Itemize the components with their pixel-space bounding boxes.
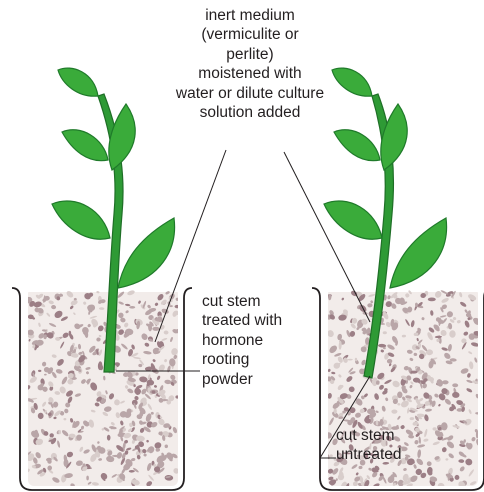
label-treated-line-2: treated with: [202, 311, 282, 330]
label-inert-medium: inert medium (vermiculite or perlite) mo…: [150, 6, 350, 122]
label-inert-medium-line-1: inert medium: [150, 6, 350, 25]
right-medium-granule: [442, 380, 449, 384]
label-inert-medium-line-5: water or dilute culture: [150, 84, 350, 103]
right-medium-granule: [428, 298, 436, 302]
label-untreated-line-2: untreated: [336, 445, 402, 464]
label-untreated-stem: cut stem untreated: [336, 426, 402, 465]
left-medium-granule: [175, 305, 180, 308]
label-inert-medium-line-4: moistened with: [150, 64, 350, 83]
label-treated-line-5: powder: [202, 370, 282, 389]
left-leaf-upper-right: [109, 104, 135, 170]
leader-medium-right: [284, 152, 370, 322]
right-medium-granule: [436, 339, 439, 342]
right-leaf-lower-right: [390, 218, 447, 288]
right-medium-granule: [391, 410, 397, 414]
right-leaf-middle-left: [334, 130, 380, 161]
left-leaf-lower-left: [52, 201, 110, 239]
left-rooting-medium: [25, 289, 181, 488]
label-inert-medium-line-3: perlite): [150, 45, 350, 64]
left-medium-granule: [65, 403, 70, 408]
left-leaf-middle-left: [62, 130, 108, 161]
right-medium-granule: [397, 392, 402, 399]
right-leaf-lower-left: [324, 201, 382, 239]
label-untreated-line-1: cut stem: [336, 426, 402, 445]
right-medium-granule: [383, 331, 387, 334]
label-treated-line-4: rooting: [202, 350, 282, 369]
left-medium-granule: [129, 306, 135, 309]
left-medium-granule: [86, 476, 89, 481]
label-treated-line-3: hormone: [202, 331, 282, 350]
left-medium-granule: [58, 430, 61, 434]
left-leaf-top: [58, 68, 98, 96]
left-leaf-lower-right: [118, 218, 175, 288]
label-inert-medium-line-2: (vermiculite or: [150, 25, 350, 44]
right-medium-granule: [325, 432, 332, 438]
label-treated-stem: cut stem treated with hormone rooting po…: [202, 292, 282, 389]
label-inert-medium-line-6: solution added: [150, 103, 350, 122]
label-treated-line-1: cut stem: [202, 292, 282, 311]
